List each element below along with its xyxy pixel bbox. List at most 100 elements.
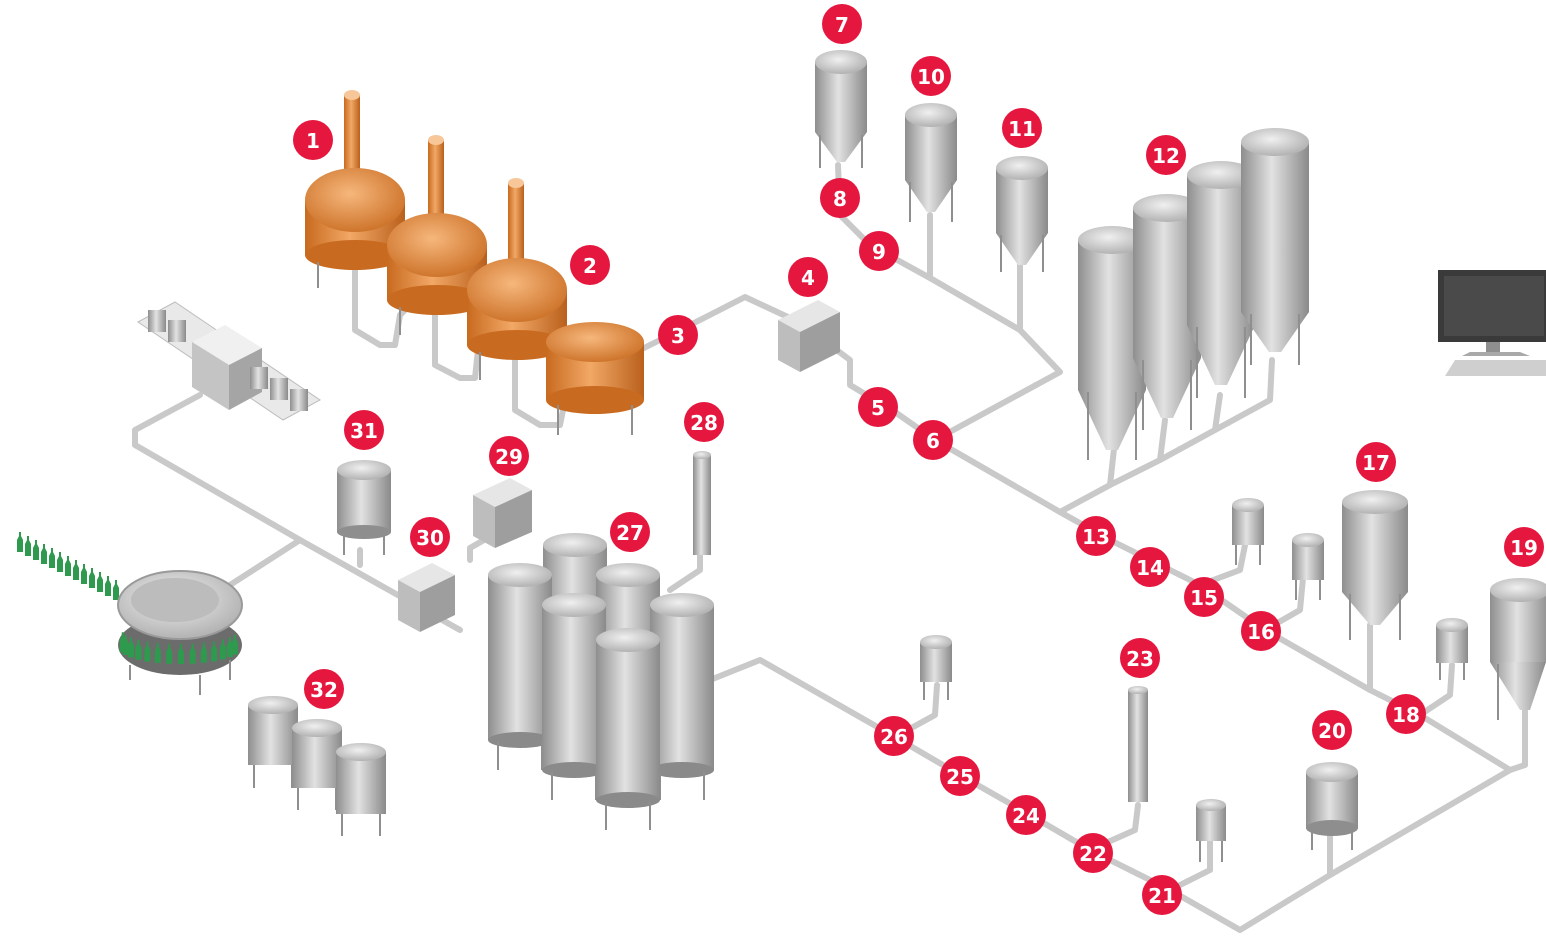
badge-circle [1120, 638, 1160, 678]
dosing-tank-icon [1232, 498, 1264, 565]
step-badge-6: 6 [913, 420, 953, 460]
dosing-tank-icon [1292, 533, 1324, 600]
brew-kettle-icon [546, 322, 644, 435]
badge-circle [822, 4, 862, 44]
badge-number: 31 [350, 419, 378, 443]
badge-circle [1241, 611, 1281, 651]
dosing-tank-icon [1196, 799, 1226, 862]
badge-circle [684, 402, 724, 442]
badge-circle [1002, 108, 1042, 148]
step-badge-10: 10 [911, 56, 951, 96]
step-badge-30: 30 [410, 517, 450, 557]
badge-circle [1130, 547, 1170, 587]
step-badge-26: 26 [874, 716, 914, 756]
bottle-icon [219, 639, 226, 660]
step-badge-20: 20 [1312, 710, 1352, 750]
badge-number: 3 [671, 324, 685, 348]
storage-tank-icon [1306, 762, 1358, 850]
bright-tank-icon [1342, 490, 1408, 640]
badge-number: 2 [583, 254, 597, 278]
badge-circle [1386, 694, 1426, 734]
badge-circle [344, 410, 384, 450]
keg-washing-line [137, 301, 321, 421]
badge-number: 24 [1012, 804, 1040, 828]
bottle-icon [177, 643, 184, 664]
badge-number: 26 [880, 725, 908, 749]
badge-number: 27 [616, 521, 644, 545]
badge-number: 17 [1362, 451, 1390, 475]
bottle-icon [41, 544, 47, 564]
badge-number: 14 [1136, 556, 1164, 580]
step-badge-7: 7 [822, 4, 862, 44]
badge-number: 18 [1392, 703, 1420, 727]
badge-circle [1356, 442, 1396, 482]
badge-circle [940, 756, 980, 796]
storage-tank-farm [488, 533, 714, 830]
step-badge-2: 2 [570, 245, 610, 285]
step-badge-27: 27 [610, 512, 650, 552]
badge-number: 4 [801, 266, 815, 290]
computer-monitor-icon [1438, 270, 1546, 376]
badge-number: 28 [690, 411, 718, 435]
bottle-icon [166, 643, 173, 664]
step-badge-19: 19 [1504, 527, 1544, 567]
yeast-tank-icon [815, 50, 867, 168]
step-badge-5: 5 [858, 387, 898, 427]
badge-circle [788, 257, 828, 297]
bottling-carousel-icon [17, 532, 243, 695]
bottle-icon [65, 556, 71, 576]
badge-number: 6 [926, 429, 940, 453]
badge-circle [859, 231, 899, 271]
step-badge-14: 14 [1130, 547, 1170, 587]
badge-circle [1073, 833, 1113, 873]
fermenter-group [1078, 128, 1309, 460]
bottle-icon [73, 560, 79, 580]
bottle-icon [25, 536, 31, 556]
step-badge-28: 28 [684, 402, 724, 442]
badge-circle [1504, 527, 1544, 567]
bottle-icon [33, 540, 39, 560]
bottle-icon [17, 532, 23, 552]
bottle-icon [81, 564, 87, 584]
badge-circle [658, 315, 698, 355]
storage-tank-icon [336, 743, 386, 836]
bottle-icon [154, 642, 161, 663]
badge-number: 19 [1510, 536, 1538, 560]
bottle-icon [97, 572, 103, 592]
badge-number: 12 [1152, 144, 1180, 168]
badge-circle [1146, 135, 1186, 175]
step-badge-18: 18 [1386, 694, 1426, 734]
brewhouse-kettles [305, 90, 644, 435]
step-badge-11: 11 [1002, 108, 1042, 148]
badge-number: 13 [1082, 525, 1110, 549]
bottle-icon [57, 552, 63, 572]
step-badge-3: 3 [658, 315, 698, 355]
badge-number: 29 [495, 445, 523, 469]
badge-number: 11 [1008, 117, 1036, 141]
badge-number: 1 [306, 129, 320, 153]
yeast-tank-icon [905, 103, 957, 222]
bottle-icon [122, 634, 129, 655]
badge-number: 23 [1126, 647, 1154, 671]
badge-number: 10 [917, 65, 945, 89]
bottle-icon [105, 576, 111, 596]
step-badge-22: 22 [1073, 833, 1113, 873]
storage-tank-icon [488, 563, 552, 770]
fermentation-tank-icon [1241, 128, 1309, 365]
dosing-tank-icon [1436, 618, 1468, 680]
storage-tank-icon [292, 719, 342, 810]
dosing-tank-icon [920, 635, 952, 700]
badge-number: 5 [871, 396, 885, 420]
badge-number: 8 [833, 187, 847, 211]
badge-circle [1184, 577, 1224, 617]
badge-circle [820, 178, 860, 218]
storage-tank-icon [650, 593, 714, 800]
bottle-icon [135, 639, 142, 660]
filter-column-icon [1128, 686, 1148, 802]
filter-box [473, 478, 532, 548]
step-badge-1: 1 [293, 120, 333, 160]
storage-tank-icon [596, 628, 660, 830]
bottle-icon [49, 548, 55, 568]
bottle-icon [200, 642, 207, 663]
